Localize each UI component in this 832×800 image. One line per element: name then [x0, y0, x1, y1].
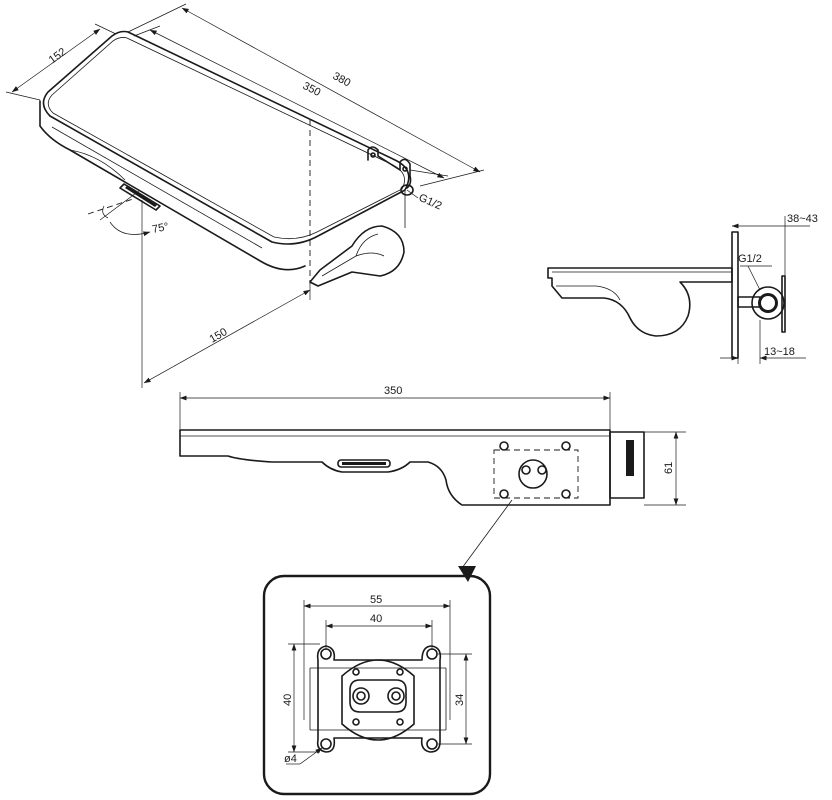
side-view: 38~43 G1/2 13~18	[547, 213, 818, 364]
bracket-range-label: 13~18	[764, 346, 795, 358]
hole-top-right	[426, 648, 438, 660]
outer-spacing-label: 55	[370, 594, 382, 606]
front-height-label: 61	[663, 462, 675, 474]
shelf-slot	[119, 183, 161, 211]
hole-top-left	[320, 648, 332, 660]
detail-valve-body	[341, 659, 415, 741]
front-length-label: 350	[384, 385, 402, 397]
pipe-fitting	[751, 286, 785, 320]
front-bracket-outline	[493, 449, 579, 499]
detail-bracket-plate	[316, 645, 442, 753]
inner-spacing-label: 40	[370, 613, 382, 625]
right-height-label: 34	[454, 694, 466, 706]
width-dim-label: 152	[47, 46, 69, 66]
wall-range-label: 38~43	[787, 213, 818, 225]
front-end-cap	[609, 431, 645, 499]
angle-label: 75°	[151, 221, 170, 236]
detail-view: 55 40 40 34 ø4	[262, 574, 492, 796]
front-view: 350 61	[179, 385, 686, 582]
side-thread-label: G1/2	[738, 253, 762, 265]
spout-lever	[309, 225, 405, 287]
offset-dim-label: 150	[208, 326, 230, 346]
detail-frame	[262, 574, 492, 796]
hole-bottom-right	[426, 738, 438, 750]
front-slot	[337, 459, 391, 468]
left-height-label: 40	[282, 694, 294, 706]
hole-diameter-label: ø4	[284, 753, 297, 765]
shelf-top-plate	[42, 30, 410, 245]
side-shelf-profile	[547, 267, 733, 337]
wall-plate	[731, 231, 739, 359]
outer-length-dim-label: 380	[331, 70, 353, 89]
inner-length-dim-label: 350	[301, 80, 323, 99]
perspective-view: 75° 152 380 350 G1/2 150	[5, 3, 485, 388]
front-shelf-profile	[179, 429, 611, 506]
hole-bottom-left	[320, 738, 332, 750]
thread-label: G1/2	[417, 192, 444, 213]
